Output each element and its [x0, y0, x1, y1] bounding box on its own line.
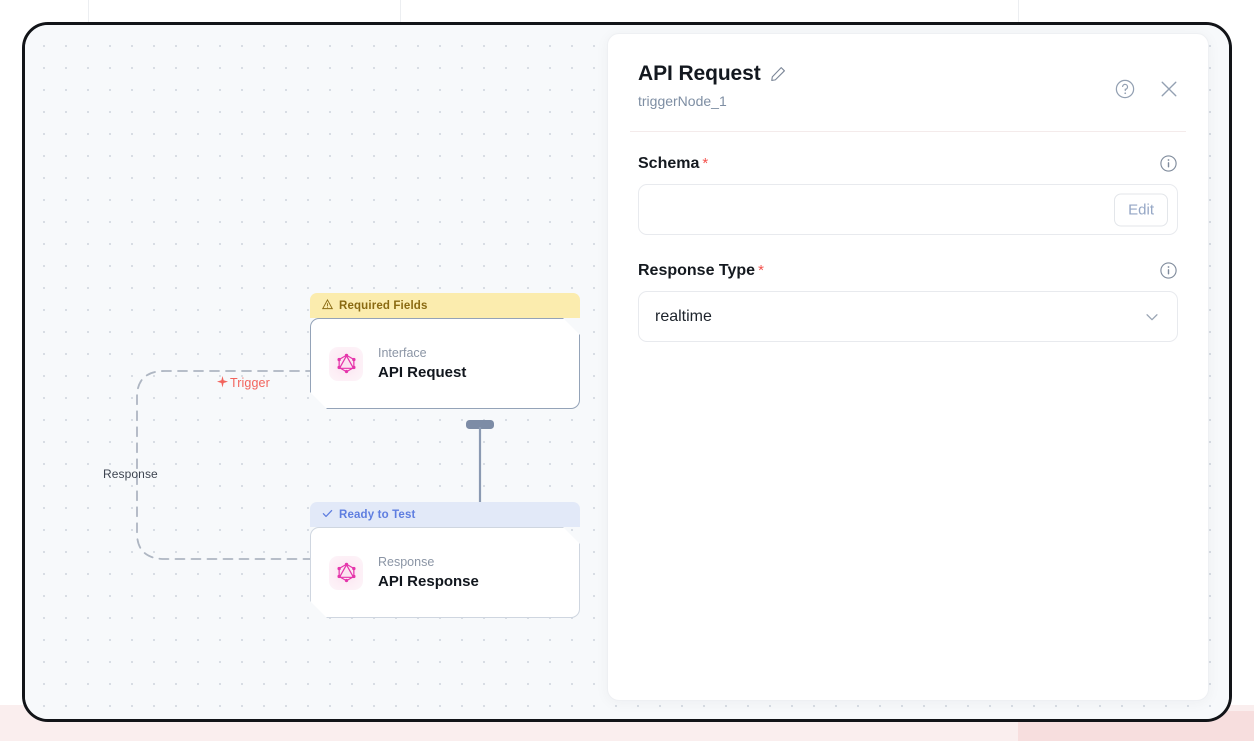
edge-label-trigger: Trigger — [217, 376, 270, 390]
panel-body: Schema* Edit — [608, 132, 1208, 368]
panel-header-actions — [1114, 78, 1180, 100]
node-status-badge-ready-to-test: Ready to Test — [310, 502, 580, 527]
panel-header-divider — [630, 131, 1186, 132]
node-status-badge-text: Ready to Test — [339, 508, 416, 521]
graphql-icon — [329, 556, 363, 590]
panel-subtitle: triggerNode_1 — [638, 93, 727, 109]
schema-edit-button[interactable]: Edit — [1114, 193, 1168, 226]
edge-label-trigger-text: Trigger — [230, 376, 270, 390]
panel-title-row: API Request — [638, 62, 1178, 86]
info-circle-icon[interactable] — [1159, 261, 1178, 280]
flow-node-kind: Response — [378, 555, 435, 570]
panel-title: API Request — [638, 62, 761, 85]
node-status-badge-required-fields: Required Fields — [310, 293, 580, 318]
info-circle-icon[interactable] — [1159, 154, 1178, 173]
flow-node-api-response[interactable]: Ready to Test — [310, 502, 580, 618]
field-schema: Schema* Edit — [638, 154, 1178, 235]
field-response-type-label-row: Response Type* — [638, 261, 1178, 280]
check-icon — [322, 508, 333, 522]
pencil-icon[interactable] — [770, 66, 786, 82]
flow-node-card[interactable]: Response API Response — [310, 527, 580, 618]
question-circle-icon[interactable] — [1114, 78, 1136, 100]
edge-label-response: Response — [103, 467, 158, 481]
field-response-type-label: Response Type — [638, 261, 756, 279]
flow-node-card[interactable]: Interface API Request — [310, 318, 580, 409]
flow-node-title: API Response — [378, 572, 479, 590]
node-inspector-panel: API Request triggerNode_1 — [607, 33, 1209, 701]
warning-triangle-icon — [321, 298, 334, 313]
flow-node-kind: Interface — [378, 346, 427, 361]
schema-input[interactable]: Edit — [638, 184, 1178, 235]
field-response-type-label-group: Response Type* — [638, 262, 764, 280]
chevron-down-icon[interactable] — [1143, 308, 1161, 326]
field-schema-label: Schema — [638, 154, 700, 172]
field-schema-label-row: Schema* — [638, 154, 1178, 173]
field-schema-label-group: Schema* — [638, 155, 708, 173]
close-icon[interactable] — [1158, 78, 1180, 100]
flow-node-api-request[interactable]: Required Fields — [310, 293, 580, 409]
panel-header: API Request triggerNode_1 — [608, 34, 1208, 109]
lightning-bolt-icon — [217, 376, 228, 390]
node-status-badge-text: Required Fields — [339, 299, 428, 312]
response-type-selected-value: realtime — [655, 307, 712, 325]
flow-node-text: Response API Response — [378, 555, 479, 590]
field-response-type: Response Type* realtime — [638, 261, 1178, 342]
required-marker: * — [702, 154, 709, 172]
graphql-icon — [329, 347, 363, 381]
response-type-select[interactable]: realtime — [638, 291, 1178, 342]
required-marker: * — [758, 261, 764, 279]
schema-text-input[interactable] — [639, 185, 1177, 234]
flow-node-title: API Request — [378, 363, 467, 381]
flow-node-text: Interface API Request — [378, 346, 466, 381]
app-frame: Trigger Response Required Fields — [22, 22, 1232, 722]
